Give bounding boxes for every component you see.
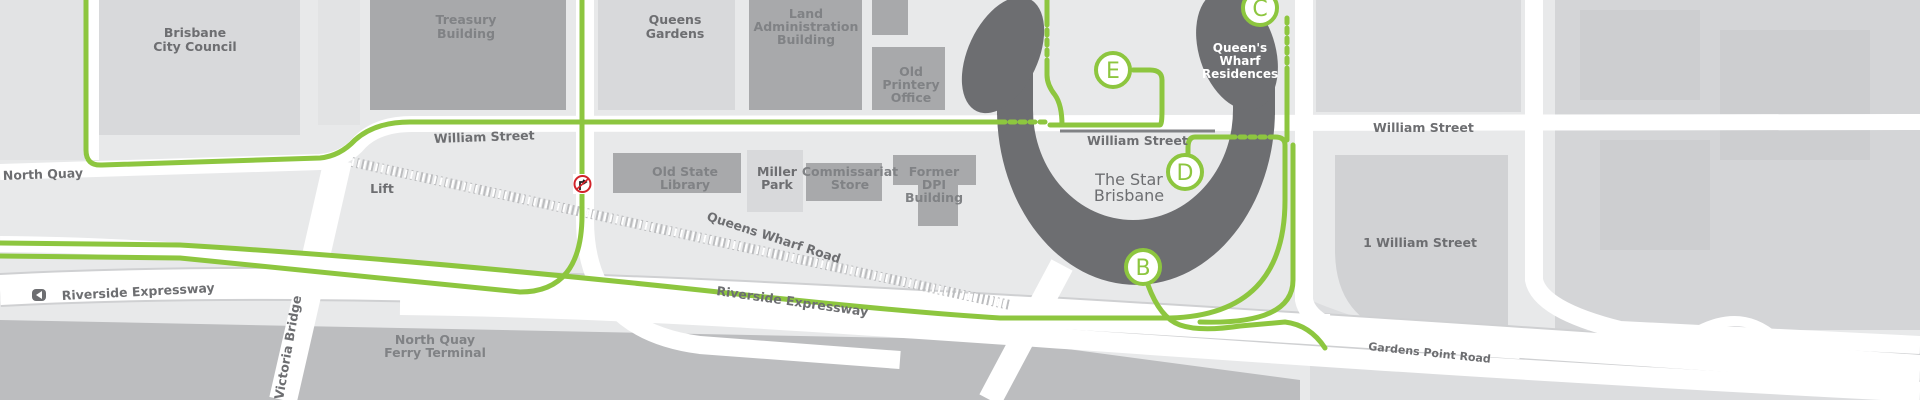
stop-e-marker[interactable]: E — [1094, 51, 1132, 89]
street-william-2: William Street — [1087, 133, 1188, 148]
label-former-dpi-3: Building — [905, 190, 963, 205]
stop-c-label: C — [1252, 0, 1267, 22]
block-small — [872, 0, 908, 35]
label-1-william: 1 William Street — [1363, 235, 1477, 250]
label-old-state-library-1: Old State — [652, 164, 718, 179]
block-queens-gardens — [598, 0, 735, 110]
block-east-c — [1600, 140, 1710, 250]
label-old-printery-3: Office — [891, 90, 931, 105]
street-north-quay: North Quay — [3, 165, 84, 183]
label-queens-gardens-2: Gardens — [646, 26, 705, 41]
stop-d-marker[interactable]: D — [1166, 153, 1204, 191]
building-labels: Brisbane City Council Treasury Building … — [153, 6, 1477, 360]
label-land-admin-1: Land — [789, 6, 823, 21]
label-queens-gardens-1: Queens — [649, 12, 702, 27]
stop-c-marker[interactable]: C — [1241, 0, 1279, 27]
block-former-dpi — [893, 155, 976, 226]
block-old-printery — [872, 47, 945, 110]
block-1-william — [1335, 155, 1508, 335]
block-brisbane-city-council — [98, 0, 300, 135]
walking-routes — [0, 0, 1328, 351]
label-star-2: Brisbane — [1094, 186, 1164, 205]
block-commissariat — [806, 163, 882, 201]
label-brisbane-city-council-1: Brisbane — [164, 25, 226, 40]
buildings — [0, 0, 1870, 335]
label-qwr-3: Residences — [1202, 67, 1278, 81]
label-commissariat-1: Commissariat — [802, 164, 898, 179]
label-former-dpi-2: DPI — [922, 177, 946, 192]
block-land-admin — [749, 0, 862, 110]
label-brisbane-city-council-2: City Council — [153, 39, 236, 54]
street-william-3: William Street — [1373, 120, 1474, 135]
label-land-admin-3: Building — [777, 32, 835, 47]
label-ferry-2: Ferry Terminal — [384, 345, 486, 360]
one-way-arrow-icon — [32, 289, 46, 301]
block-east-a — [1580, 10, 1700, 100]
block-north-east — [1316, 0, 1521, 112]
stop-e-label: E — [1106, 59, 1120, 84]
street-william-1: William Street — [434, 127, 535, 146]
label-old-printery-2: Printery — [882, 77, 939, 92]
block-old-state-library — [613, 153, 741, 193]
walkway-steps — [318, 0, 360, 125]
block-west — [0, 0, 86, 160]
block-east-b — [1720, 30, 1870, 160]
label-miller-park-1: Miller — [757, 164, 798, 179]
label-commissariat-2: Store — [831, 177, 869, 192]
label-qwr-2: Wharf — [1219, 54, 1261, 68]
label-miller-park-2: Park — [761, 177, 793, 192]
block-miller-park — [747, 150, 803, 212]
label-star-1: The Star — [1094, 170, 1163, 189]
label-land-admin-2: Administration — [754, 19, 859, 34]
stop-d-label: D — [1177, 161, 1194, 186]
no-right-turn-icon — [573, 174, 592, 194]
label-old-state-library-2: Library — [660, 177, 710, 192]
label-qwr-1: Queen's — [1213, 41, 1267, 55]
block-treasury — [370, 0, 566, 110]
label-old-printery-1: Old — [899, 64, 923, 79]
label-lift: Lift — [370, 181, 394, 196]
label-ferry-1: North Quay — [395, 332, 475, 347]
label-treasury-2: Building — [437, 26, 495, 41]
label-treasury-1: Treasury — [436, 12, 497, 27]
stop-b-marker[interactable]: B — [1124, 248, 1162, 286]
label-former-dpi-1: Former — [909, 164, 960, 179]
stop-b-label: B — [1135, 256, 1150, 281]
